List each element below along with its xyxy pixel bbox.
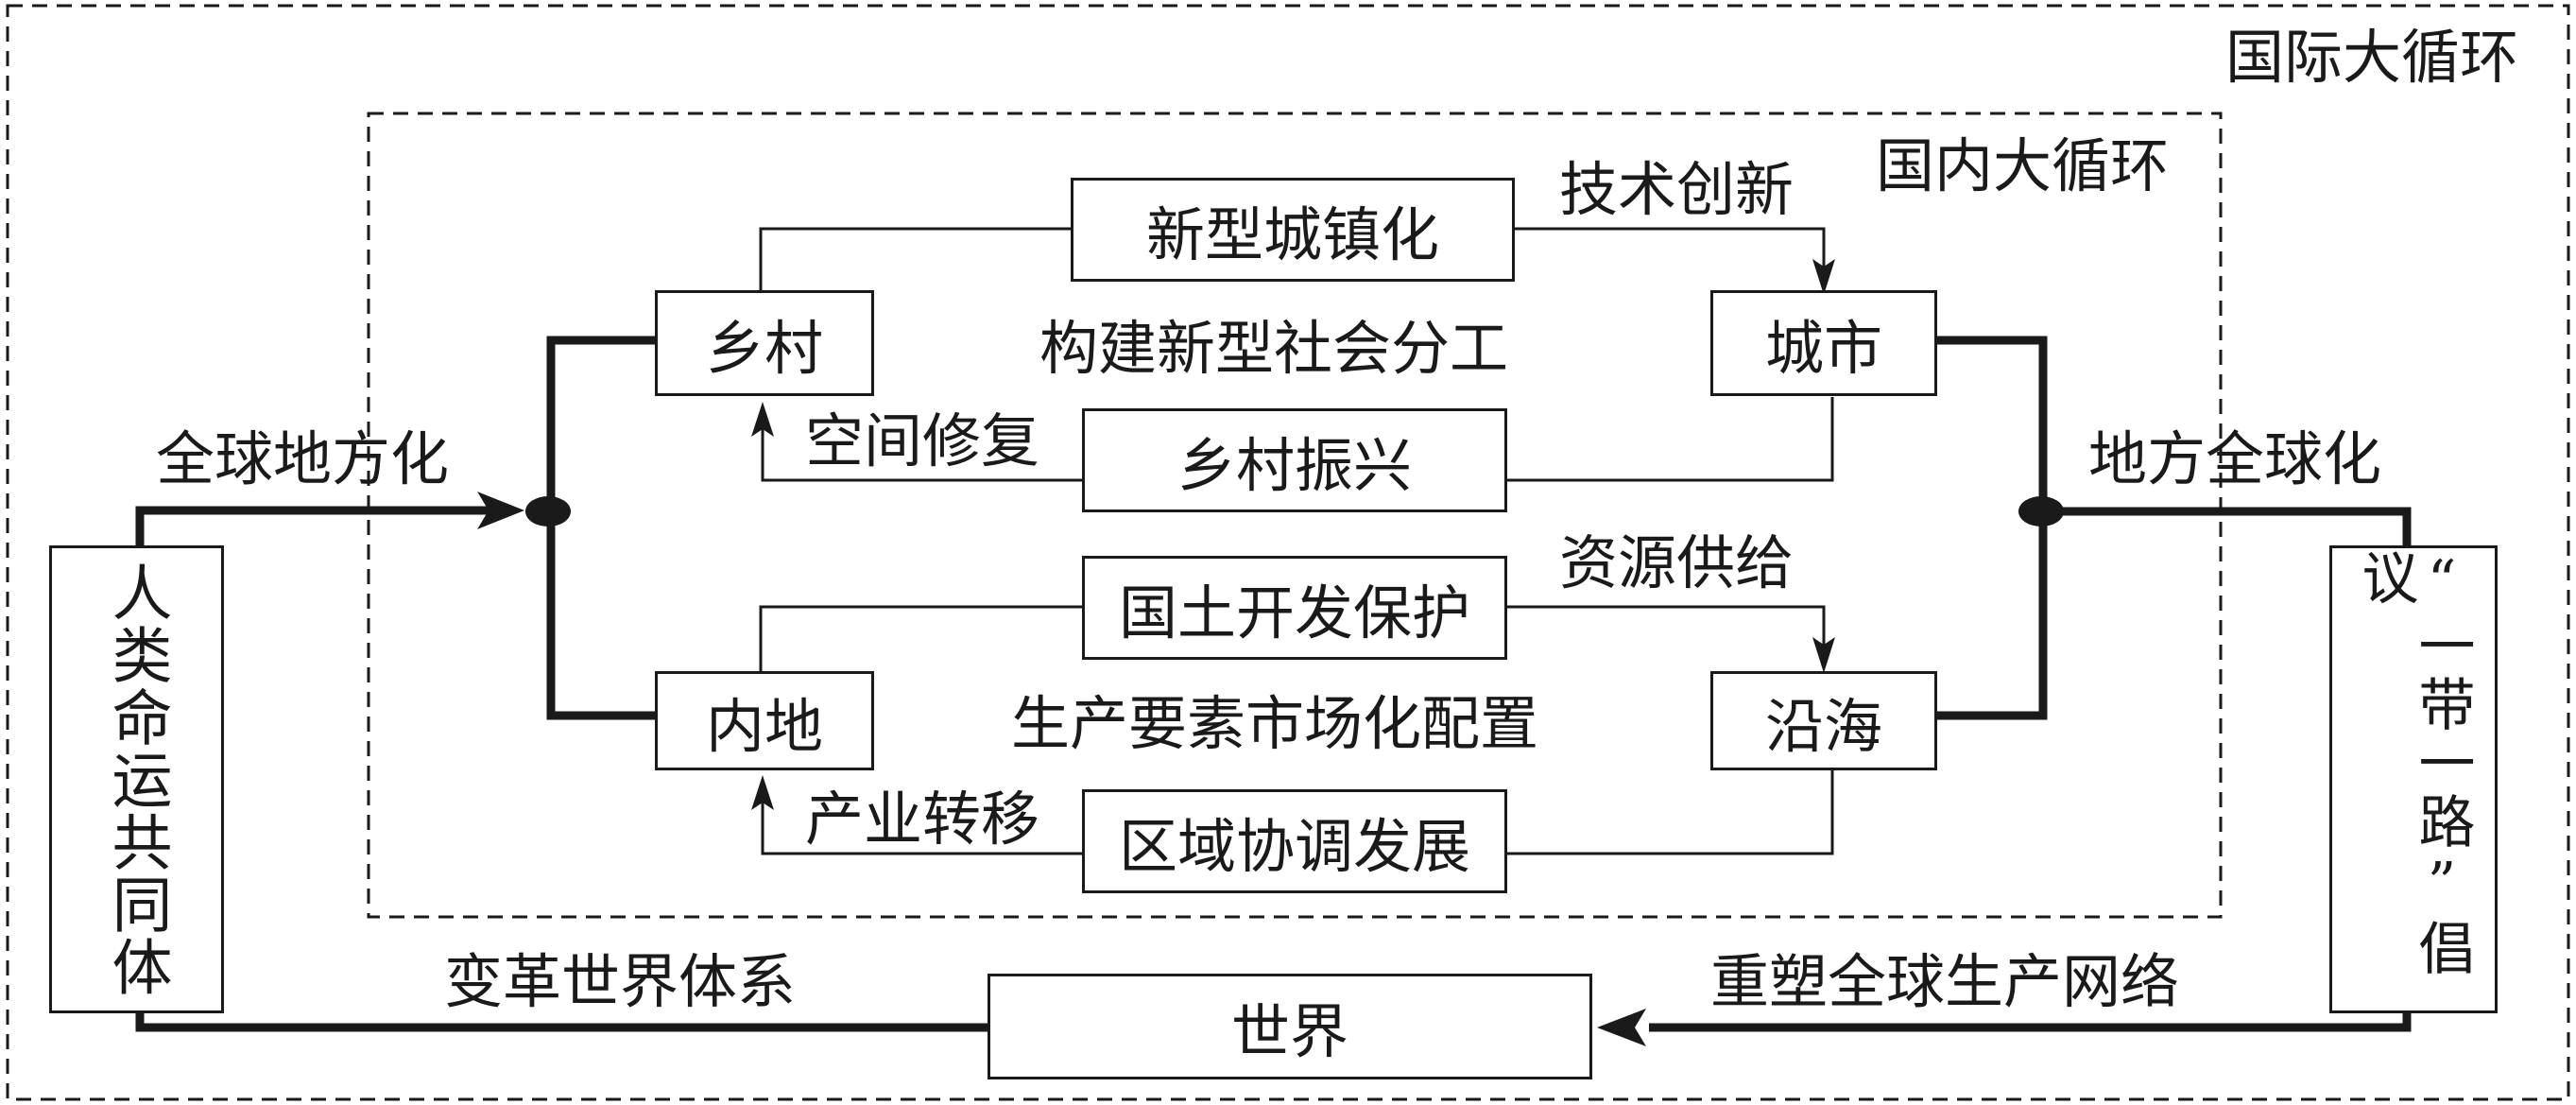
outer-border [6,4,2570,1101]
left-trunk [546,336,655,720]
community-box: 人类命运共同体 [49,545,224,1013]
inland-to-land [759,605,1082,673]
glocalization-line [135,506,501,545]
rural-to-urbanization [759,227,1071,290]
urbanization-to-city [1512,227,1826,284]
revitalization-to-rural [761,414,1084,482]
right-junction [2018,496,2064,527]
world-label: 世界 [1230,997,1348,1066]
glocalization-arrowhead [477,492,524,529]
city-to-revitalization [1507,397,1834,482]
belt-road-box: “一带一路”倡议 [2329,545,2498,1013]
city-label: 城市 [1764,314,1882,383]
city-box: 城市 [1710,290,1937,396]
spatial-repair-label: 空间修复 [805,406,1040,475]
land-development-box: 国土开发保护 [1082,556,1507,660]
localglobalization-line [2046,507,2412,545]
resource-supply-label: 资源供给 [1559,528,1795,597]
industry-transfer-label: 产业转移 [805,785,1040,854]
division-of-labor-label: 构建新型社会分工 [1039,314,1509,383]
domestic-cycle-label: 国内大循环 [1876,131,2170,200]
world-box: 世界 [987,974,1592,1079]
reform-world-label: 变革世界体系 [444,947,797,1016]
glocalization-label: 全球地方化 [156,424,450,493]
rural-revitalization-box: 乡村振兴 [1082,408,1507,512]
regional-development-label: 区域协调发展 [1118,812,1470,881]
urbanization-label: 新型城镇化 [1145,200,1439,269]
reshape-arrowhead [1597,1009,1646,1046]
localglobalization-label: 地方全球化 [2088,424,2382,493]
rural-box: 乡村 [655,290,874,396]
coastal-to-regional [1507,770,1834,855]
right-trunk [1935,336,2048,720]
tech-innovation-label: 技术创新 [1559,155,1795,224]
international-cycle-label: 国际大循环 [2225,23,2519,92]
land-to-coastal [1505,605,1826,662]
regional-to-inland [761,787,1082,855]
urbanization-box: 新型城镇化 [1071,178,1515,282]
coastal-box: 沿海 [1710,671,1937,770]
land-development-label: 国土开发保护 [1118,578,1470,647]
rural-label: 乡村 [705,314,823,383]
regional-development-box: 区域协调发展 [1082,789,1507,893]
belt-road-label: “一带一路”倡议 [2352,548,2475,977]
reshape-network-label: 重塑全球生产网络 [1710,947,2180,1016]
community-label: 人类命运共同体 [101,561,172,998]
market-allocation-label: 生产要素市场化配置 [1011,689,1539,758]
inland-box: 内地 [655,671,874,770]
inland-label: 内地 [705,691,823,761]
rural-revitalization-label: 乡村振兴 [1176,431,1412,500]
coastal-label: 沿海 [1764,691,1882,761]
